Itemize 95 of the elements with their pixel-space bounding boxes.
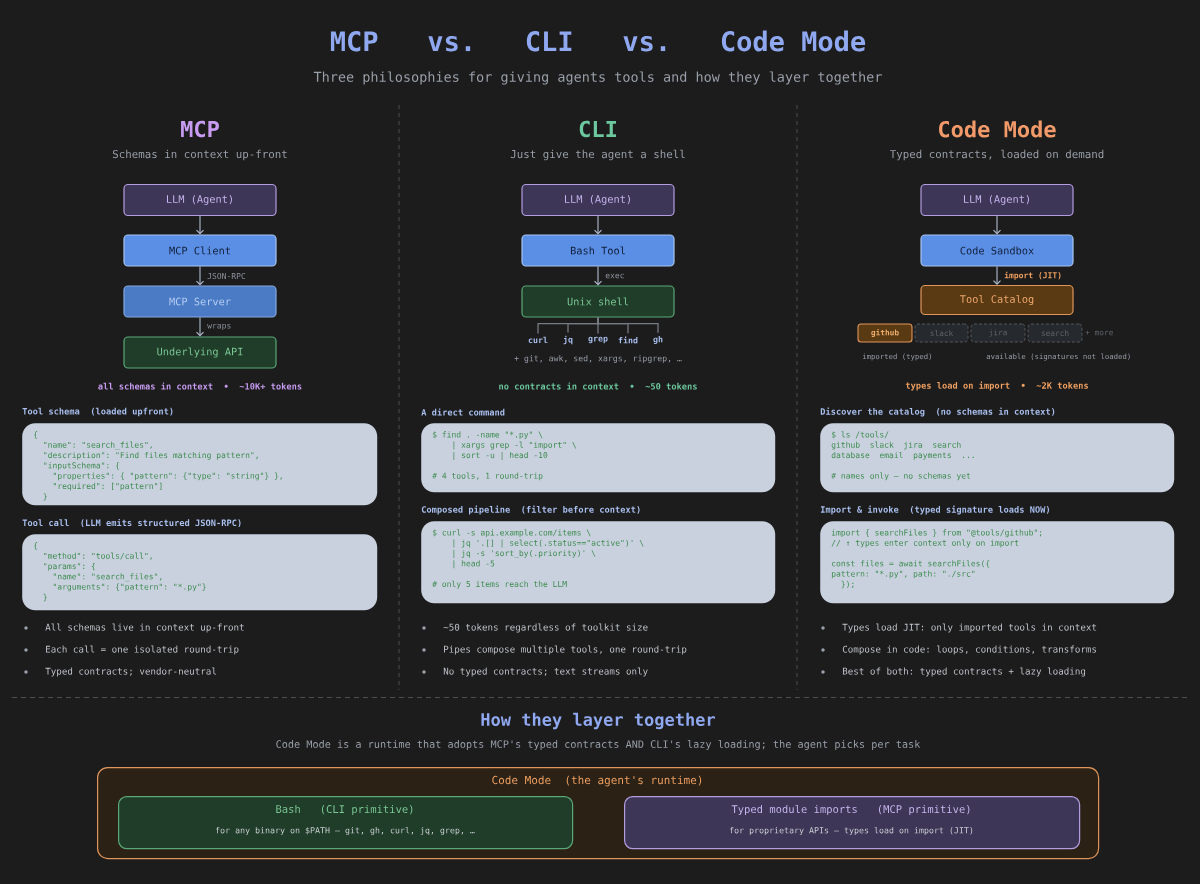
column-heading: MCP xyxy=(181,120,219,138)
node-label: const files = await searchFiles({ xyxy=(831,560,990,568)
primitive-box: Bash (CLI primitive) for any binary on $PATH — git, gh, curl, jq, grep, … xyxy=(118,796,574,850)
tool-name: gh xyxy=(653,336,663,344)
tool-name: grep xyxy=(588,336,608,344)
code-block: $ find . -name "*.py" \ | xargs grep -l "import" \ | sort -u | head -10 # 4 tools, 1 round-trip xyxy=(421,423,776,493)
node-label: # only 5 items reach the LLM xyxy=(432,580,567,589)
token-summary: no contracts in context • ~50 tokens xyxy=(499,382,697,390)
node-label: | jq -s 'sort_by(.priority)' \ xyxy=(453,549,596,558)
edge-label: JSON-RPC xyxy=(207,272,246,280)
bullet-text: All schemas live in context up-front xyxy=(45,623,244,633)
edge-label: import (JIT) xyxy=(1004,271,1061,280)
tool-name: curl xyxy=(528,336,548,344)
node-label: pattern: "*.py", path: "./src" xyxy=(831,570,975,579)
code-block: { "method": "tools/call", "params": { "name": "search_files", "arguments": {"pattern": "*.py"} } xyxy=(22,534,378,611)
process-box: Code Sandbox xyxy=(920,234,1074,267)
connector-line xyxy=(597,316,659,334)
bullet-text: Typed contracts; vendor-neutral xyxy=(45,667,216,677)
arrow xyxy=(593,215,603,235)
bullet-text: Each call = one isolated round-trip xyxy=(46,645,239,655)
arrow xyxy=(195,215,205,235)
code-block: $ ls /tools/ github slack jira search database email payments ... # names only — no schemas yet xyxy=(820,423,1175,493)
bullet-text: Types load JIT: only imported tools in context xyxy=(842,623,1097,633)
node-label: "required": ["pattern"] xyxy=(53,482,162,491)
code-block: { "name": "search_files", "description": "Find files matching pattern", "inputSchema": { "properties": { "pattern": {"type": "string"} }, "required": ["pattern"] } xyxy=(22,423,378,506)
arrow xyxy=(195,317,205,337)
section-heading: A direct command xyxy=(421,408,505,416)
section-heading: Tool call (LLM emits structured JSON-RPC) xyxy=(22,518,241,528)
node-label: # names only — no schemas yet xyxy=(831,472,971,481)
node-label: "name": "search_files", xyxy=(53,573,162,582)
node-label: "description": "Find files matching pattern", xyxy=(44,451,258,460)
node-label: "arguments": {"pattern": "*.py"} xyxy=(53,583,206,592)
node-label: database email payments ... xyxy=(831,451,974,460)
node-label: github slack jira search xyxy=(831,441,961,450)
title: MCP vs. CLI vs. Code Mode xyxy=(330,30,866,52)
node-label: "properties": { "pattern": {"type": "string"} }, xyxy=(53,472,282,481)
section-heading: Discover the catalog (no schemas in context) xyxy=(820,407,1055,417)
primitive-box: Typed module imports (MCP primitive) for proprietary APIs — types load on import (JIT) xyxy=(624,796,1081,850)
node-label: # 4 tools, 1 round-trip xyxy=(432,472,543,481)
process-box: Underlying API xyxy=(123,336,277,369)
node-label: { xyxy=(34,542,38,550)
code-block: $ curl -s api.example.com/items \ | jq '.[] | select(.status=="active")' \ | jq -s 'sort_by(.priority)' \ | head -5 # only 5 items reach the LLM xyxy=(421,521,776,604)
column-subtitle: Schemas in context up-front xyxy=(112,149,287,161)
node-label: | sort -u | head -10 xyxy=(453,451,548,460)
column-subtitle: Just give the agent a shell xyxy=(510,149,685,161)
section-heading: Import & invoke (typed signature loads NOW) xyxy=(820,505,1049,515)
node-label: $ curl -s api.example.com/items \ xyxy=(432,529,591,538)
edge-label: wraps xyxy=(207,323,231,331)
edge-label: exec xyxy=(605,273,624,279)
node-label: "name": "search_files", xyxy=(44,441,152,450)
arrow xyxy=(992,266,1002,285)
arrow xyxy=(593,266,603,286)
node-label: "method": "tools/call", xyxy=(44,552,152,560)
bullet-text: Compose in code: loops, conditions, transforms xyxy=(842,645,1097,655)
node-label: // ↑ types enter context only on import xyxy=(831,539,1019,548)
token-summary: types load on import • ~2K tokens xyxy=(905,381,1088,391)
node-label: $ find . -name "*.py" \ xyxy=(432,431,543,440)
section-heading: Tool schema (loaded upfront) xyxy=(22,407,173,417)
node-label: }); xyxy=(841,580,854,589)
node-label: "params": { xyxy=(44,562,95,571)
tool-name: jq xyxy=(563,335,573,345)
bullet-text: Pipes compose multiple tools, one round-trip xyxy=(444,645,687,655)
subtitle: Three philosophies for giving agents tools and how they layer together xyxy=(313,71,882,85)
section-heading: Composed pipeline (filter before context) xyxy=(421,505,640,515)
node-label: | head -5 xyxy=(453,560,495,569)
node-label: $ ls /tools/ xyxy=(831,431,889,439)
node-label: import { searchFiles } from "@tools/github"; xyxy=(831,529,1042,538)
process-box: MCP Server xyxy=(123,285,277,318)
bullet-text: No typed contracts; text streams only xyxy=(443,667,648,677)
token-summary: all schemas in context • ~10K+ tokens xyxy=(98,382,302,390)
tool-name: find xyxy=(618,336,638,344)
process-box: LLM (Agent) xyxy=(521,183,675,217)
process-box: MCP Client xyxy=(123,234,277,267)
node-label: } xyxy=(43,593,47,602)
bullet-text: Best of both: typed contracts + lazy loading xyxy=(842,667,1086,677)
process-box: LLM (Agent) xyxy=(123,183,277,217)
arrow xyxy=(195,266,205,286)
process-box: Tool Catalog xyxy=(920,284,1074,316)
node-label: } xyxy=(43,493,47,501)
node-label: { xyxy=(34,431,38,439)
process-box: Bash Tool xyxy=(521,234,675,267)
node-label: | jq '.[] | select(.status=="active")' \ xyxy=(453,539,644,548)
column-heading: CLI xyxy=(579,120,617,138)
bullet-text: ~50 tokens regardless of toolkit size xyxy=(443,623,648,633)
node-label: "inputSchema": { xyxy=(44,462,120,470)
node-label: | xargs grep -l "import" \ xyxy=(453,441,577,450)
section-subtitle: Code Mode is a runtime that adopts MCP's typed contracts AND CLI's lazy loading; the agent picks per task xyxy=(276,740,921,750)
process-box: LLM (Agent) xyxy=(920,183,1074,217)
process-box: Unix shell xyxy=(521,285,675,318)
tool-list-note: + git, awk, sed, xargs, ripgrep, … xyxy=(514,355,682,363)
code-block: import { searchFiles } from "@tools/github"; // ↑ types enter context only on import const files = await searchFiles({ pattern: "*.py", path: "./src" }); xyxy=(820,521,1175,604)
column-subtitle: Typed contracts, loaded on demand xyxy=(889,149,1104,161)
section-title: How they layer together xyxy=(481,712,715,730)
arrow xyxy=(992,215,1002,235)
column-heading: Code Mode xyxy=(939,120,1056,138)
